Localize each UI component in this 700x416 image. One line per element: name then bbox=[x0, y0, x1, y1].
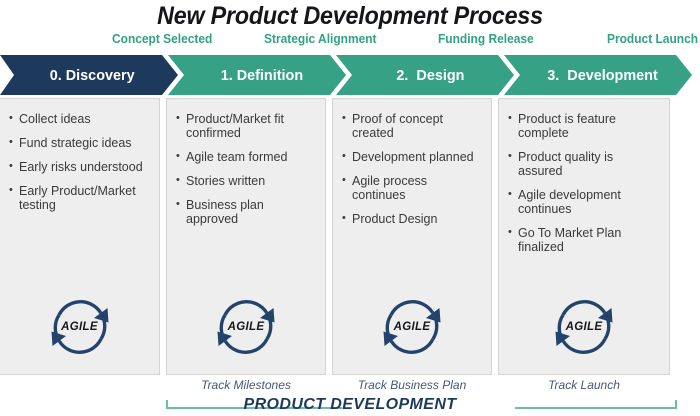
stage-header-row: 0. Discovery 1. Definition 2. Design 3. … bbox=[0, 55, 700, 95]
stage-panel-definition: Product/Market fit confirmed Agile team … bbox=[166, 98, 326, 375]
stage-panel-development: Product is feature complete Product qual… bbox=[498, 98, 670, 375]
agile-loop-icon: AGILE bbox=[541, 294, 627, 360]
stage-header-discovery[interactable]: 0. Discovery bbox=[0, 55, 178, 95]
stage-header-label: 0. Discovery bbox=[49, 66, 135, 84]
list-item: Product Design bbox=[342, 211, 483, 226]
list-item: Early risks understood bbox=[9, 159, 151, 174]
track-label-row: Track Milestones Track Business Plan Tra… bbox=[0, 378, 700, 394]
list-item: Business plan approved bbox=[176, 197, 317, 226]
footer-band: PRODUCT DEVELOPMENT bbox=[0, 396, 700, 416]
bracket-tick-left bbox=[166, 400, 168, 409]
agile-loop-label: AGILE bbox=[565, 321, 603, 333]
track-label-launch: Track Launch bbox=[548, 378, 620, 392]
agile-loop-label: AGILE bbox=[227, 321, 265, 333]
stage-header-label: 2. Design bbox=[395, 66, 465, 84]
stage-header-development[interactable]: 3. Development bbox=[504, 55, 692, 95]
stage-header-design[interactable]: 2. Design bbox=[336, 55, 514, 95]
stage-header-definition[interactable]: 1. Definition bbox=[168, 55, 346, 95]
stage-panel-discovery: Collect ideas Fund strategic ideas Early… bbox=[0, 98, 160, 375]
stage-header-label: 1. Definition bbox=[220, 66, 304, 84]
bracket-line-left bbox=[166, 407, 342, 409]
list-item: Product quality is assured bbox=[508, 149, 661, 178]
list-item: Go To Market Plan finalized bbox=[508, 225, 661, 254]
stage-header-label: 3. Development bbox=[547, 66, 659, 84]
list-item: Proof of concept created bbox=[342, 111, 483, 140]
stage-panel-row: Collect ideas Fund strategic ideas Early… bbox=[0, 98, 700, 375]
track-label-milestones: Track Milestones bbox=[201, 378, 291, 392]
milestone-label-funding-release: Funding Release bbox=[438, 31, 534, 46]
list-item: Product/Market fit confirmed bbox=[176, 111, 317, 140]
bullet-list: Proof of concept created Development pla… bbox=[333, 99, 491, 226]
list-item: Development planned bbox=[342, 149, 483, 164]
stage-panel-design: Proof of concept created Development pla… bbox=[332, 98, 492, 375]
page-title: New Product Development Process bbox=[157, 2, 543, 30]
agile-loop-label: AGILE bbox=[393, 321, 431, 333]
agile-loop-label: AGILE bbox=[61, 321, 98, 333]
milestone-label-concept-selected: Concept Selected bbox=[112, 31, 213, 46]
list-item: Agile team formed bbox=[176, 149, 317, 164]
agile-loop-icon: AGILE bbox=[369, 294, 455, 360]
bullet-list: Collect ideas Fund strategic ideas Early… bbox=[0, 99, 159, 212]
milestone-label-strategic-alignment: Strategic Alignment bbox=[264, 31, 377, 46]
list-item: Fund strategic ideas bbox=[9, 135, 151, 150]
list-item: Collect ideas bbox=[9, 111, 151, 126]
bracket-tick-right bbox=[675, 400, 677, 409]
milestone-row: Concept Selected Strategic Alignment Fun… bbox=[0, 31, 700, 49]
footer-title: PRODUCT DEVELOPMENT bbox=[243, 396, 457, 413]
bullet-list: Product is feature complete Product qual… bbox=[499, 99, 669, 254]
agile-loop-icon: AGILE bbox=[37, 294, 123, 360]
track-label-business-plan: Track Business Plan bbox=[357, 378, 467, 392]
list-item: Agile process continues bbox=[342, 173, 483, 202]
list-item: Early Product/Market testing bbox=[9, 183, 151, 212]
milestone-label-product-launch: Product Launch bbox=[607, 31, 699, 46]
bullet-list: Product/Market fit confirmed Agile team … bbox=[167, 99, 325, 226]
list-item: Agile development continues bbox=[508, 187, 661, 216]
bracket-line-right bbox=[515, 407, 677, 409]
list-item: Product is feature complete bbox=[508, 111, 661, 140]
agile-loop-icon: AGILE bbox=[203, 294, 289, 360]
list-item: Stories written bbox=[176, 173, 317, 188]
